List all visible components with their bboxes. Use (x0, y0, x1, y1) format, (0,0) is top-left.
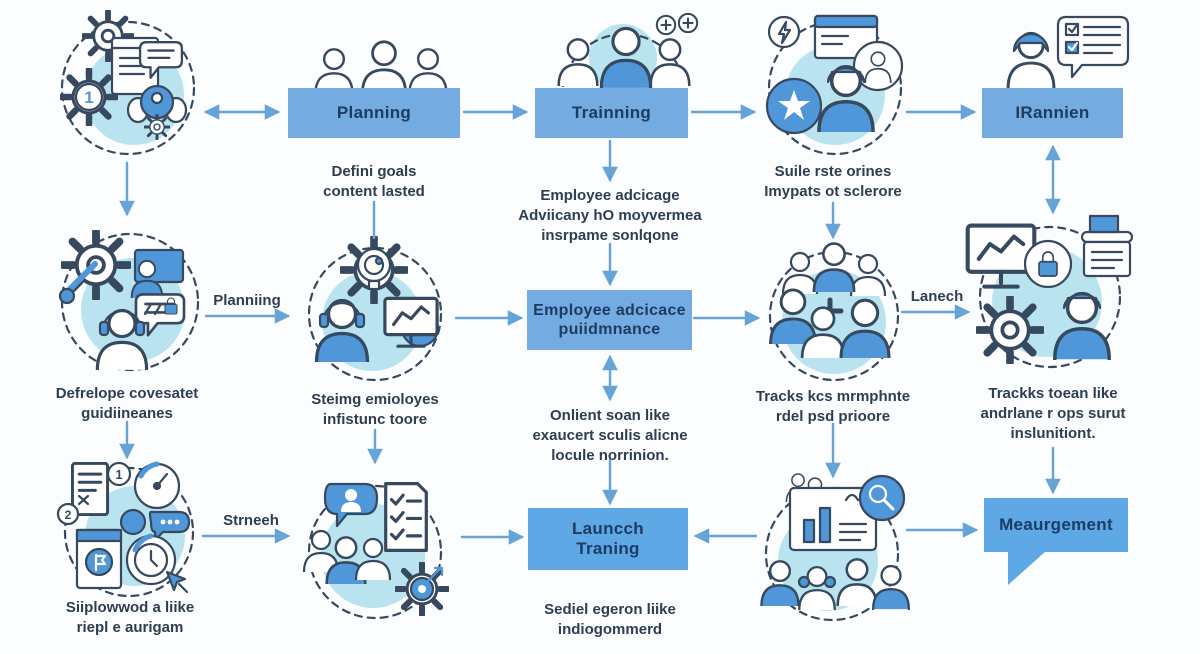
planning-box: Planning (288, 88, 460, 138)
caption-line: exaucert sculis alicne (532, 426, 688, 444)
caption-steimg: Steimg emioloyes infistunc toore (311, 390, 439, 430)
caption-line: Steimg emioloyes (311, 391, 439, 408)
measurement-box-tail (1008, 551, 1046, 585)
caption-line: content lasted (323, 182, 425, 200)
develop-content-icon-cluster (58, 222, 200, 372)
gear-number-one-icon: 1 (61, 69, 116, 124)
caption-line: Suile rste orines (774, 163, 892, 180)
document-icon (1080, 214, 1134, 278)
caption-line: guidiineanes (81, 404, 173, 422)
workstation-person-icon (130, 248, 185, 298)
measurement-box-label: Meaurgement (999, 514, 1113, 534)
svg-text:1: 1 (115, 467, 122, 482)
headset-person-icon (314, 298, 370, 362)
caption-line: Defrelope covesatet (55, 385, 199, 402)
caption-line: inslunitiont. (1010, 424, 1096, 442)
review-checklist-icon-cluster (302, 482, 460, 620)
irannien-box: IRannien (982, 88, 1123, 138)
caption-define-goals: Defini goals content lasted (323, 162, 425, 202)
measurement-box: Meaurgement (984, 498, 1128, 552)
caption-siiplowwod: Siiplowwod a liike riepl e aurigam (66, 598, 194, 638)
caption-onlient: Onlient soan like exaucert sculis alicne… (532, 406, 687, 465)
caption-line: Imypats ot sclerore (764, 182, 902, 200)
cursor-icon (165, 570, 189, 594)
flag-app-icon (75, 528, 123, 590)
lock-badge-icon (1023, 239, 1073, 289)
caption-line: Tracks kcs mrmphnte (755, 388, 911, 405)
worker-person-icon (1053, 291, 1111, 360)
lightning-badge-icon (767, 15, 801, 49)
person-chat-icon (323, 482, 379, 528)
caption-line: Employee adcicage (540, 187, 680, 204)
caption-line: Siiplowwod a liike (65, 599, 195, 616)
user-badge-icon (852, 40, 904, 92)
caption-line: indiogommerd (557, 620, 663, 638)
caption-line: riepl e aurigam (76, 618, 184, 636)
employee-box-label-line2: puiidmnance (558, 321, 661, 338)
caption-line: Adviicany hO moyvermea (518, 206, 702, 224)
launch-box-label-line1: Launcch (571, 518, 644, 538)
chat-dots-icon (119, 508, 191, 542)
headset-person-icon (95, 308, 149, 370)
browser-chat-icon (110, 36, 184, 96)
trainning-box-label: Trainning (571, 102, 652, 122)
employee-box: Employee adcicace puiidmnance (527, 290, 692, 350)
caption-line: insrpame sonlqone (541, 226, 679, 244)
caption-line: Sediel egeron liike (544, 601, 676, 618)
team-group-icon-cluster (768, 242, 900, 382)
launch-box: Launcch Traning (528, 508, 688, 570)
target-gear-icon (396, 563, 447, 614)
magnifier-badge-icon (858, 474, 906, 522)
caption-line: Onlient soan like (549, 407, 671, 424)
svg-text:1: 1 (84, 88, 93, 107)
caption-trackks-toean: Trackks toean like andrlane r ops surut … (980, 384, 1125, 443)
timer-icon (125, 533, 177, 586)
edge-label-lanech: Lanech (910, 288, 964, 305)
svg-text:2: 2 (65, 508, 72, 522)
checklist-chat-icon (1056, 15, 1130, 79)
process-gears-icon (126, 84, 188, 140)
trainning-team-icon (557, 12, 699, 92)
idea-gear-bulb-icon (342, 238, 407, 303)
employee-box-label-line1: Employee adcicace (533, 301, 686, 319)
edge-label-planniing: Planniing (213, 292, 281, 309)
caption-defrelope: Defrelope covesatet guidiineanes (56, 384, 199, 424)
idea-support-icon-cluster (307, 236, 443, 382)
globe-star-icon (765, 77, 823, 135)
edge-label-strneeh: Strneeh (223, 512, 279, 529)
caption-line: rdel psd prioore (775, 407, 891, 425)
caption-line: andrlane r ops surut (980, 404, 1126, 422)
caption-sediel: Sediel egeron liike indiogommerd (544, 600, 676, 640)
audience-reach-icon-cluster (765, 14, 904, 156)
planning-tools-icon-cluster: 1 (52, 10, 196, 156)
caption-line: locule norrinion. (551, 446, 669, 464)
launch-box-label-line2: Traning (576, 539, 640, 558)
planning-box-label: Planning (336, 102, 412, 122)
audience-icon (760, 558, 911, 610)
tracking-tools-icon-cluster (962, 214, 1134, 369)
number-badge-icon: 1 2 (56, 461, 132, 526)
chart-monitor-icon (383, 296, 440, 348)
code-chat-lock-icon (134, 293, 186, 337)
caption-suile-rste: Suile rste orines Imypats ot sclerore (764, 162, 902, 202)
caption-employee-addicage: Employee adcicage Adviicany hO moyvermea… (518, 186, 701, 245)
gear-wrench-icon (58, 232, 129, 305)
irannien-box-label: IRannien (1015, 102, 1090, 122)
gauge-icon (133, 461, 181, 510)
caption-tracks-kcs: Tracks kcs mrmphnte rdel psd prioore (756, 387, 910, 427)
deploy-tools-icon-cluster: 1 2 (56, 461, 195, 598)
caption-line: Trackks toean like (988, 385, 1118, 402)
trainning-box: Trainning (535, 88, 688, 138)
person-icon (817, 65, 875, 132)
person-checklist-icon (1006, 15, 1130, 89)
measure-audience-icon-cluster (760, 473, 911, 622)
caption-line: Defini goals (331, 163, 417, 180)
caption-line: infistunc toore (322, 410, 428, 428)
document-x-icon (70, 462, 110, 516)
